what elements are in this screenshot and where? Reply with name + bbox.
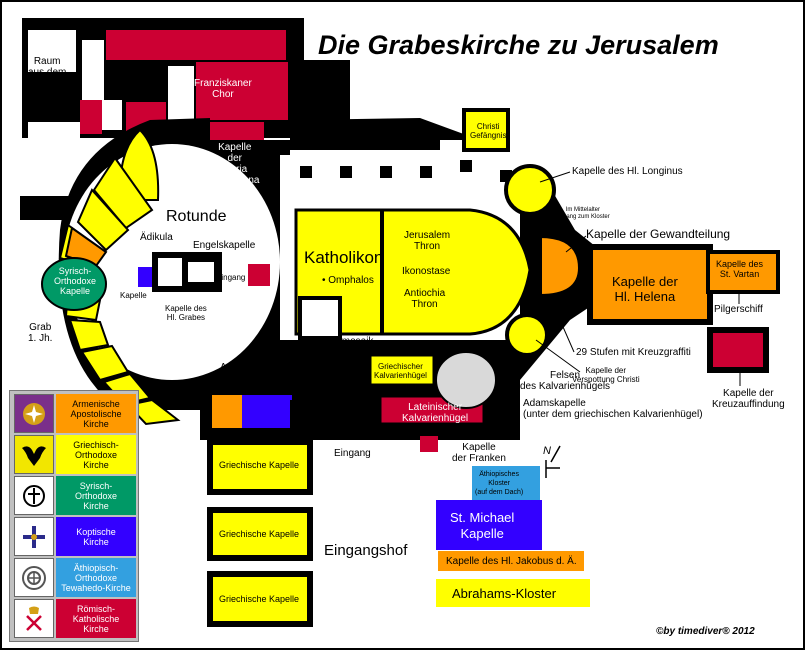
label-vartan: Kapelle des St. Vartan <box>716 259 764 279</box>
courtyard-east-chapels <box>436 466 590 607</box>
legend-label-greek: Griechisch- Orthodoxe Kirche <box>56 435 136 474</box>
legend-label-syrian: Syrisch- Orthodoxe Kirche <box>56 476 136 515</box>
courtyard-greek-chapels <box>207 439 313 627</box>
north-corridor <box>290 150 440 190</box>
label-kapelle-koptisch: Kapelle <box>120 291 147 300</box>
label-eingang: Eingang <box>334 448 371 459</box>
east-chapels <box>462 108 780 373</box>
south-structures <box>212 351 497 452</box>
label-kreuzauffindung: Kapelle der Kreuzauffindung <box>712 388 785 410</box>
label-griech-kapelle-1: Griechische Kapelle <box>219 460 300 470</box>
label-helena: Kapelle der Hl. Helena <box>612 274 678 304</box>
legend-label-catholic: Römisch- Katholische Kirche <box>56 599 136 638</box>
label-antiochia-thron: Antiochia Thron <box>404 288 446 310</box>
label-franziskaner: Franziskaner Chor <box>194 78 252 100</box>
label-st-michael: St. Michael Kapelle <box>450 510 515 541</box>
label-griech-kapelle-2: Griechische Kapelle <box>219 529 300 539</box>
label-gewandteilung: Kapelle der Gewandteilung <box>586 227 731 241</box>
label-kapelle-franken: Kapelle der Franken <box>452 442 506 464</box>
syriac-emblem-icon <box>14 476 54 515</box>
label-stufen: 29 Stufen mit Kreuzgraffiti <box>576 347 691 358</box>
map-title: Die Grabeskirche zu Jerusalem <box>318 30 719 60</box>
label-longinus: Kapelle des Hl. Longinus <box>572 166 683 177</box>
label-christi-gefaengnis: Christi Gefängnis <box>470 122 507 140</box>
label-syrisch-kapelle: Syrisch- Orthodoxe Kapelle <box>54 266 97 296</box>
label-felsen: Felsen des Kalvarienhügels <box>520 370 611 392</box>
north-arrow <box>545 445 561 478</box>
armenian-emblem-icon <box>14 394 54 433</box>
label-abrahams: Abrahams-Kloster <box>452 586 557 601</box>
copyright: ©by timediver® 2012 <box>656 626 755 637</box>
double-eagle-icon <box>14 435 54 474</box>
label-eingangshof: Eingangshof <box>324 542 408 559</box>
label-engelskapelle: Engelskapelle <box>193 240 256 251</box>
coptic-cross-icon <box>14 517 54 556</box>
label-nord: N <box>543 445 551 457</box>
label-jakobus: Kapelle des Hl. Jakobus d. Ä. <box>446 556 577 567</box>
label-eingang-grab: Eingang <box>216 273 246 282</box>
label-katholikon: Katholikon <box>304 248 384 267</box>
label-kapelle-maria: Kapelle der Maria Magdalena <box>210 142 260 186</box>
label-armenischer-schrein: Armenischer Schrein <box>220 362 277 384</box>
label-griech-kapelle-3: Griechische Kapelle <box>219 594 300 604</box>
label-stein-salbung: Stein der Salbung <box>288 366 368 377</box>
leader-lines <box>535 171 741 386</box>
katholikon <box>294 208 532 340</box>
legend-row-coptic: Koptische Kirche <box>14 517 136 556</box>
label-ikonostase: Ikonostase <box>402 266 451 277</box>
label-adamskapelle: Adamskapelle (unter dem griechischen Kal… <box>523 398 703 420</box>
syrian-chapel <box>41 257 107 311</box>
legend: Armenische Apostolische Kirche Griechisc… <box>9 390 139 642</box>
legend-row-syrian: Syrisch- Orthodoxe Kirche <box>14 476 136 515</box>
legend-row-ethiopian: Äthiopisch- Orthodoxe Tewahedo-Kirche <box>14 558 136 597</box>
legend-label-coptic: Koptische Kirche <box>56 517 136 556</box>
label-jerusalem-thron: Jerusalem Thron <box>404 230 451 252</box>
label-wandmosaik: Wandmosaik <box>316 336 374 347</box>
ethiopian-emblem-icon <box>14 558 54 597</box>
label-zugang-kloster: Im Mittelalter Zugang zum Kloster <box>556 207 610 220</box>
corridor-pillars <box>300 160 512 182</box>
label-pilgerschiff: Pilgerschiff <box>714 304 763 315</box>
aedicule <box>138 252 270 292</box>
label-kapelle-grabes: Kapelle des Hl. Grabes <box>165 304 207 322</box>
label-latein-kalvarienhuegel: Lateinischer Kalvarienhügel <box>402 402 469 424</box>
label-rotunde: Rotunde <box>166 208 227 225</box>
legend-label-armenian: Armenische Apostolische Kirche <box>56 394 136 433</box>
papal-keys-icon <box>14 599 54 638</box>
label-grab: Grab 1. Jh. <box>28 322 53 344</box>
legend-label-ethiopian: Äthiopisch- Orthodoxe Tewahedo-Kirche <box>56 558 136 597</box>
label-aedikula: Ädikula <box>140 232 173 243</box>
legend-row-catholic: Römisch- Katholische Kirche <box>14 599 136 638</box>
label-verspottung: Kapelle der Verspottung Christi <box>572 366 640 384</box>
label-aethiop-kloster: Äthiopisches Kloster (auf dem Dach) <box>475 471 524 496</box>
legend-row-armenian: Armenische Apostolische Kirche <box>14 394 136 433</box>
label-omphalos: • Omphalos <box>322 275 374 286</box>
label-griech-kalvarienhuegel: Griechischer Kalvarienhügel <box>374 362 427 380</box>
label-raum: Raum aus dem 7. Jh. <box>28 56 67 89</box>
legend-row-greek: Griechisch- Orthodoxe Kirche <box>14 435 136 474</box>
